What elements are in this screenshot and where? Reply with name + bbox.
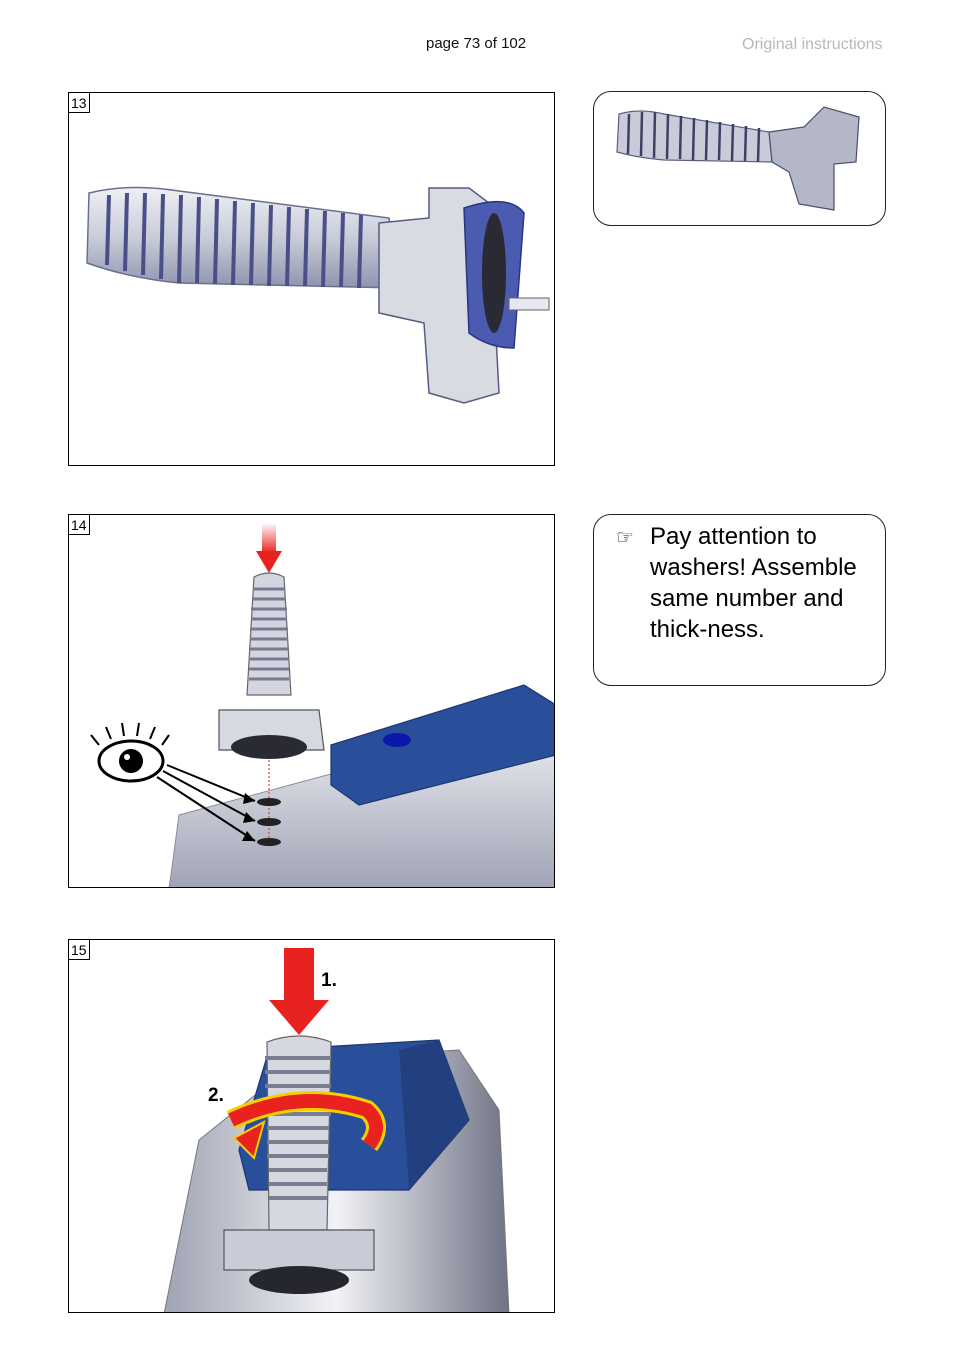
figure-13: 13 — [68, 92, 555, 466]
spindle-detail-illustration — [616, 106, 860, 211]
note-row: ☞ Pay attention to washers! Assemble sam… — [616, 521, 873, 645]
note-callout: ☞ Pay attention to washers! Assemble sam… — [593, 514, 886, 686]
figure-14: 14 — [68, 514, 555, 888]
figure-number: 15 — [69, 940, 90, 960]
detail-callout — [593, 91, 886, 226]
figure-number: 14 — [69, 515, 90, 535]
washer-inspection-illustration — [90, 523, 554, 887]
spindle-illustration — [86, 186, 550, 404]
spindle-install-illustration — [163, 948, 510, 1312]
figure-number: 13 — [69, 93, 90, 113]
step-label-2: 2. — [208, 1085, 224, 1106]
page-number: page 73 of 102 — [426, 35, 527, 52]
step-label-1: 1. — [321, 970, 337, 991]
note-text: Pay attention to washers! Assemble same … — [650, 523, 857, 643]
figure-15: 15 1. 2. — [68, 939, 555, 1313]
pointing-hand-icon: ☞ — [616, 527, 634, 549]
document-type: Original instructions — [742, 36, 883, 53]
